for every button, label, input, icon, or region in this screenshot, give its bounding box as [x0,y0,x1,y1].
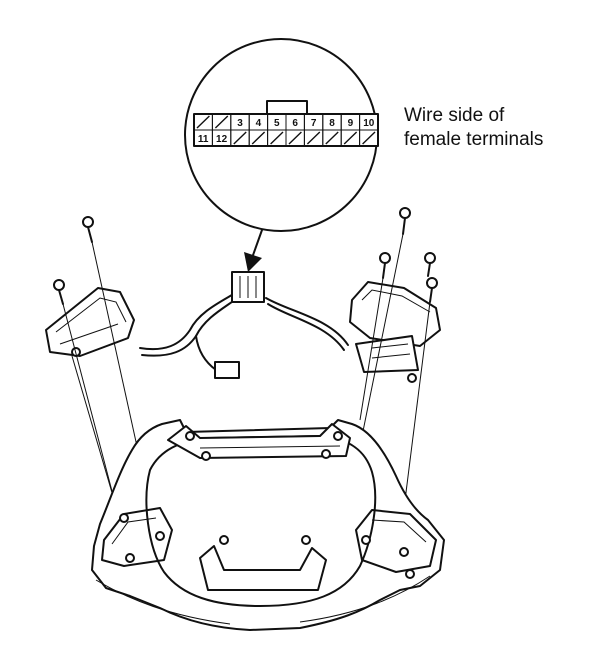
terminal-number: 11 [198,134,209,145]
connector-face: 3 4 5 6 7 8 9 10 11 12 [193,100,379,147]
left-switch [45,287,135,357]
terminal-cells: 3 4 5 6 7 8 9 10 11 12 [193,113,379,147]
screw-right-1 [379,252,391,279]
connector-latch [266,100,308,116]
connector-magnifier: 3 4 5 6 7 8 9 10 11 12 [184,38,379,272]
terminal-number: 4 [256,118,262,129]
screws [53,207,438,305]
harness-connector-small [214,361,240,379]
terminal-cell [359,129,379,147]
terminal-number: 3 [237,118,243,129]
terminal-number: 8 [329,118,335,129]
unused-terminal-slash [270,131,284,145]
terminal-number: 9 [348,118,354,129]
screw-top-right [399,207,411,235]
wire-harness [139,271,349,379]
unused-terminal-slash [306,131,321,145]
screw-left [53,279,65,305]
unused-terminal-slash [343,131,358,145]
pointer-arrowhead [244,252,262,272]
unused-terminal-slash [251,131,266,145]
unused-terminal-slash [196,115,210,129]
pointer-line [251,229,263,259]
unused-terminal-slash [362,131,376,145]
terminal-number: 6 [292,118,298,129]
screw-right-2 [424,252,436,277]
terminal-number: 5 [274,118,280,129]
terminal-number: 7 [311,118,317,129]
unused-terminal-slash [288,131,302,145]
callout-line-2: female terminals [404,129,544,150]
unused-terminal-slash [214,115,229,129]
right-switch [349,281,441,383]
terminal-number: 10 [363,118,375,129]
screw-top-left [82,216,94,243]
unused-terminal-slash [325,131,339,145]
terminal-number: 12 [216,134,228,145]
wire-side-callout: Wire side of female terminals [404,104,543,152]
steering-wheel-cover [91,419,445,631]
unused-terminal-slash [233,131,247,145]
screw-right-3 [426,277,438,303]
callout-line-1: Wire side of [404,105,505,126]
